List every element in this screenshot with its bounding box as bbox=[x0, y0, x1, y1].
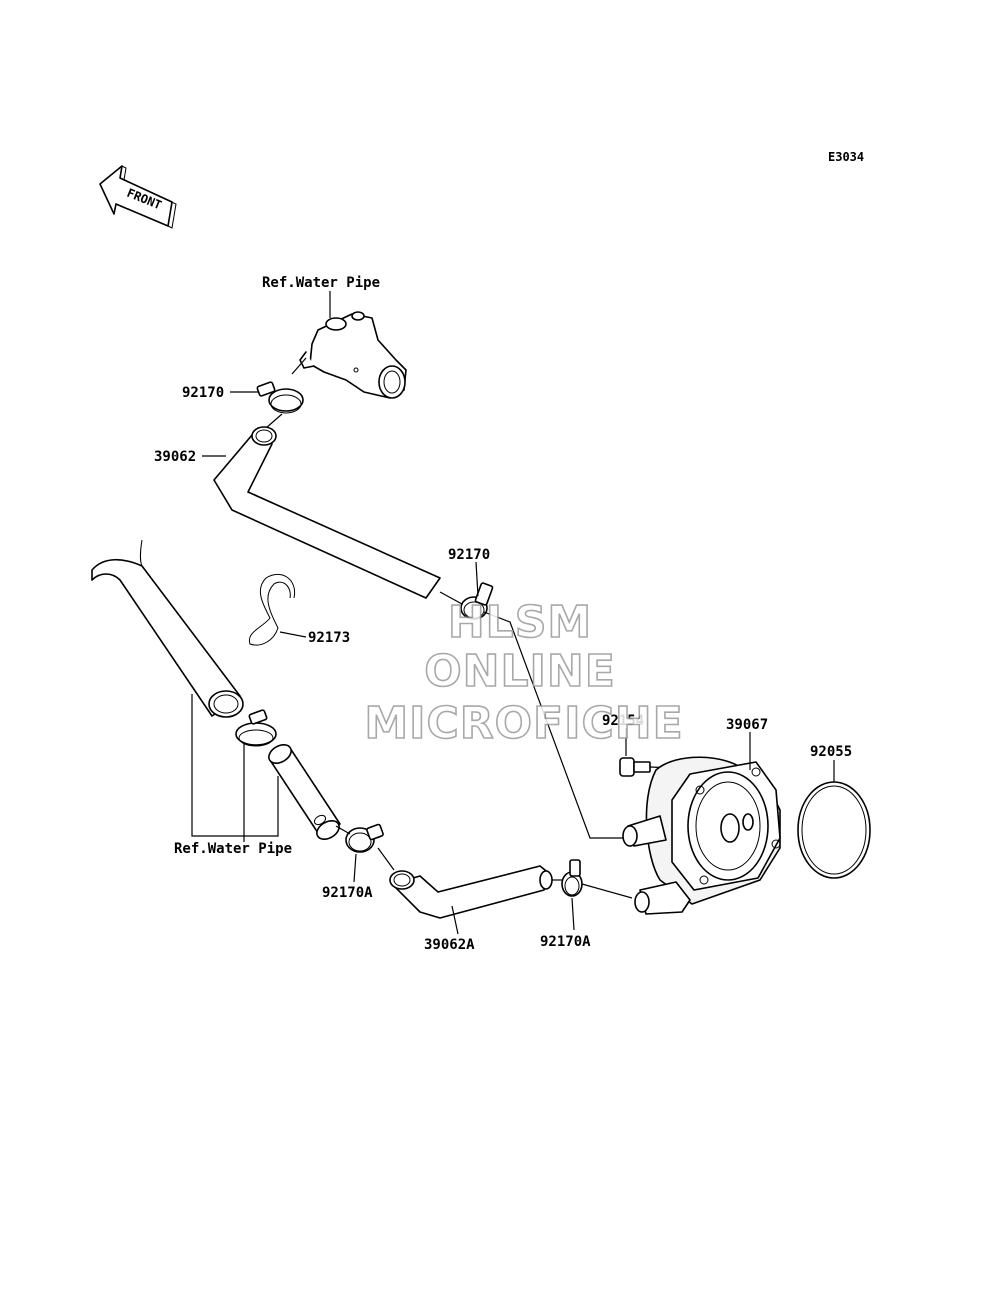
pipe-joint bbox=[268, 744, 341, 840]
part-92170A-right-label: 92170A bbox=[540, 934, 591, 950]
part-39062A-label: 39062A bbox=[424, 937, 475, 953]
leader-line bbox=[279, 631, 307, 638]
hose-clamp-92170A-right bbox=[561, 859, 583, 897]
water-pipe-hose-bottom bbox=[91, 539, 244, 718]
water-pipe-fitting-top bbox=[299, 311, 407, 399]
part-39067-label: 39067 bbox=[726, 717, 768, 733]
leader-line bbox=[483, 611, 628, 839]
leader-line bbox=[291, 357, 307, 375]
hose-39062 bbox=[213, 426, 441, 599]
leader-line bbox=[377, 847, 395, 871]
diagram-code: E3034 bbox=[828, 150, 864, 164]
oil-cooler-39067 bbox=[622, 756, 781, 915]
watermark-line-3: MICROFICHE bbox=[364, 698, 683, 749]
watermark: HLSM ONLINE MICROFICHE bbox=[364, 596, 684, 750]
hose-39062A bbox=[389, 865, 553, 919]
leader-line bbox=[439, 591, 463, 605]
ref-water-pipe-bottom-label: Ref.Water Pipe bbox=[174, 841, 292, 857]
hose-clamp-92170-top bbox=[256, 381, 304, 414]
ref-water-pipe-top-label: Ref.Water Pipe bbox=[262, 275, 380, 291]
part-92173-label: 92173 bbox=[308, 630, 350, 646]
leader-bracket bbox=[191, 694, 279, 837]
hose-clamp-left bbox=[235, 709, 277, 747]
leader-line bbox=[475, 561, 479, 597]
part-92154-label: 92154 bbox=[602, 713, 644, 729]
leader-line bbox=[571, 897, 575, 931]
hose-clamp-92170A-left bbox=[345, 823, 384, 853]
leader-line bbox=[335, 825, 351, 835]
part-92170-mid-label: 92170 bbox=[448, 547, 490, 563]
front-arrow-icon: FRONT bbox=[99, 165, 177, 229]
clip-92173 bbox=[248, 573, 296, 646]
part-39062-label: 39062 bbox=[154, 449, 196, 465]
o-ring-92055 bbox=[797, 781, 871, 879]
watermark-line-1: HLSM bbox=[448, 597, 592, 648]
leader-line bbox=[581, 883, 633, 899]
part-92170-top-label: 92170 bbox=[182, 385, 224, 401]
leader-line bbox=[265, 413, 283, 429]
leader-line bbox=[451, 905, 459, 935]
watermark-line-2: ONLINE bbox=[424, 646, 616, 697]
part-92170A-left-label: 92170A bbox=[322, 885, 373, 901]
part-92055-label: 92055 bbox=[810, 744, 852, 760]
bolt-92154 bbox=[619, 757, 651, 777]
leader-line bbox=[353, 853, 357, 883]
